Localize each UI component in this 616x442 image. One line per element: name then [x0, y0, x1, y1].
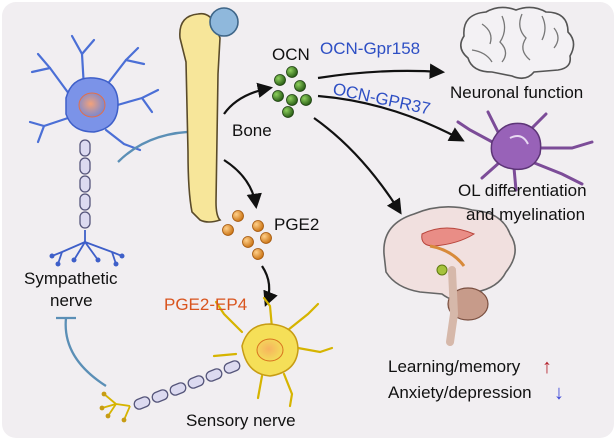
arrow-bone-to-ocn: [223, 82, 274, 115]
pge2-molecules: [222, 210, 272, 260]
ol-differentiation-label: OL differentiation: [458, 181, 587, 200]
arrow-ocn-to-brain: [313, 117, 402, 215]
sympathetic-nerve-label: nerve: [50, 291, 93, 310]
brain-sagittal-icon: [383, 206, 516, 346]
brain-icon: [460, 6, 575, 80]
pge2-label: PGE2: [274, 215, 319, 234]
ocn-molecules: [272, 66, 312, 118]
anxiety-depression-down-arrow: ↓: [554, 382, 564, 404]
arrow-ocn-to-ol: [317, 94, 465, 142]
anxiety-depression-label: Anxiety/depression: [388, 383, 532, 402]
bone-icon: [179, 7, 239, 223]
bone-label: Bone: [232, 121, 272, 140]
ocn-gpr158-label: OCN-Gpr158: [320, 39, 420, 58]
sensory-neuron-icon: [99, 296, 334, 423]
arrow-ocn-to-neuronal-function: [317, 63, 446, 80]
learning-memory-up-arrow: ↑: [542, 356, 552, 378]
sympathetic-label: Sympathetic: [24, 269, 118, 288]
oligodendrocyte-icon: [456, 110, 594, 192]
sympathetic-neuron-icon: [28, 34, 160, 267]
neuronal-function-label: Neuronal function: [450, 83, 583, 102]
sensory-nerve-label: Sensory nerve: [186, 411, 296, 430]
myelination-label: and myelination: [466, 205, 585, 224]
ocn-label: OCN: [272, 45, 310, 64]
pge2-ep4-label: PGE2-EP4: [164, 295, 247, 314]
learning-memory-label: Learning/memory: [388, 357, 521, 376]
arrow-bone-to-pge2: [223, 159, 262, 210]
ocn-gpr37-label: OCN-GPR37: [331, 79, 432, 118]
sensory-to-sympathetic-inhibition-line: [64, 317, 107, 387]
